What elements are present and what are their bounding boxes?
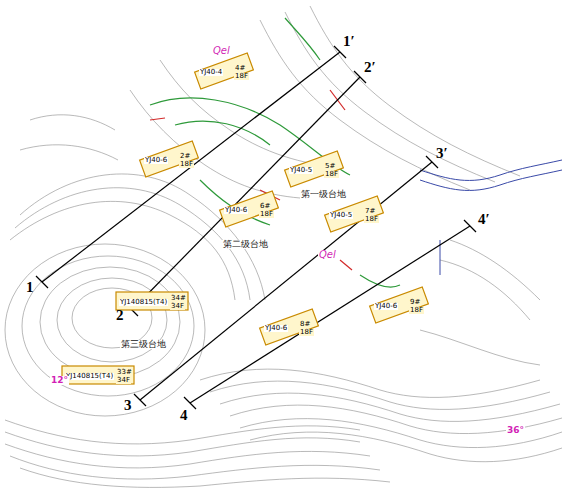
section-label: 3′ [436, 146, 448, 161]
building-number: 9# [409, 299, 421, 306]
building-number: 2# [179, 153, 191, 160]
section-label: 1′ [343, 34, 355, 49]
building-floors: 18F [259, 211, 274, 218]
slope-angle: 12° [50, 376, 69, 385]
building-number: 5# [324, 163, 336, 170]
terrace-label: 第三级台地 [120, 340, 167, 349]
building-number: 8# [299, 321, 311, 328]
building-name: YJ40-6 [264, 325, 288, 332]
section-label: 3 [124, 398, 132, 413]
building-name: YJ40-5 [329, 212, 353, 219]
section-label: 2 [116, 308, 124, 323]
building-floors: 18F [179, 161, 194, 168]
building-name: YJ140815(T4) [119, 299, 168, 306]
section-lines [36, 46, 476, 409]
building-outlines [62, 53, 428, 384]
building-number: 33# [116, 369, 133, 376]
terrace-label: 第二级台地 [222, 240, 269, 249]
building-name: YJ140815(T4) [65, 373, 114, 380]
building-name: YJ40-4 [199, 69, 223, 76]
building-number: 6# [259, 203, 271, 210]
building-number: 34# [170, 295, 187, 302]
terrace-boundaries [150, 18, 400, 287]
building-floors: 18F [234, 73, 249, 80]
section-label: 4 [180, 408, 188, 423]
building-number: 7# [364, 208, 376, 215]
slope-marks [150, 90, 352, 270]
section-label: 4′ [478, 212, 490, 227]
building-name: YJ40-6 [374, 303, 398, 310]
terrace-label: 第一级台地 [300, 190, 347, 199]
contour-lines [5, 6, 562, 487]
building-name: YJ40-5 [289, 167, 313, 174]
section-label: 2′ [364, 60, 376, 75]
geology-symbol: Qel [318, 250, 337, 260]
building-name: YJ40-6 [224, 207, 248, 214]
building-floors: 18F [409, 307, 424, 314]
building-number: 4# [234, 65, 246, 72]
geology-symbol: Qel [212, 46, 231, 56]
building-name: YJ40-6 [144, 157, 168, 164]
slope-angle: 36° [506, 426, 525, 435]
building-floors: 34F [116, 377, 131, 384]
building-floors: 34F [170, 303, 185, 310]
section-label: 1 [26, 280, 34, 295]
road-lines [420, 160, 562, 275]
building-floors: 18F [299, 329, 314, 336]
building-floors: 18F [364, 216, 379, 223]
building-floors: 18F [324, 171, 339, 178]
